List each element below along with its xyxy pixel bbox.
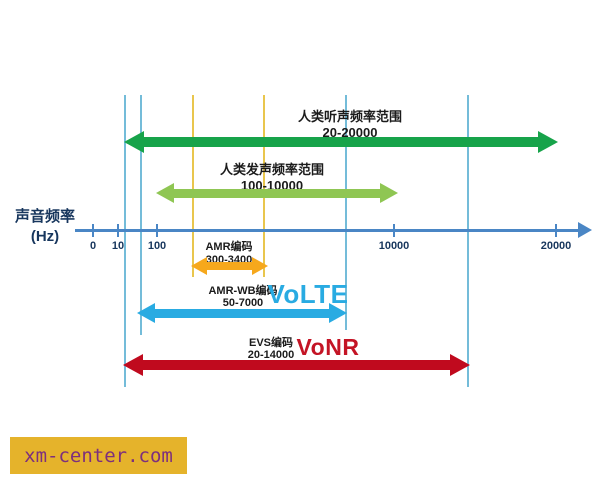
label-human-voice-title: 人类发声频率范围 <box>219 162 325 177</box>
axis-tick-0 <box>92 224 94 237</box>
label-amr-wb-codec-range: 50-7000 <box>222 297 264 309</box>
arrowhead-left-icon <box>123 354 143 376</box>
guide-line-50hz <box>140 95 142 335</box>
arrow-shaft <box>207 262 252 270</box>
label-human-hearing-range: 20-20000 <box>322 125 378 140</box>
axis-title-line2: (Hz) <box>30 228 60 245</box>
label-amr-wb-codec-title: AMR-WB编码 <box>208 285 278 297</box>
arrowhead-left-icon <box>124 131 144 153</box>
arrow-shaft <box>143 360 450 370</box>
axis-title-line1: 声音频率 <box>14 208 75 225</box>
arrowhead-left-icon <box>156 183 174 203</box>
arrowhead-right-icon <box>252 257 268 275</box>
axis-tick-label-20000: 20000 <box>540 240 572 252</box>
label-evs-codec-range: 20-14000 <box>247 349 295 361</box>
arrowhead-right-icon <box>538 131 558 153</box>
watermark-badge: xm-center.com <box>10 437 187 474</box>
axis-tick-label-0: 0 <box>89 240 97 252</box>
arrow-amr-codec <box>191 257 268 275</box>
axis-tick-10 <box>117 224 119 237</box>
guide-line-3400hz <box>263 95 265 277</box>
label-human-hearing: 人类听声频率范围 20-20000 <box>298 109 402 141</box>
axis-title: 声音频率 (Hz) <box>5 207 85 247</box>
guide-line-300hz <box>192 95 194 277</box>
arrow-amr-wb-codec <box>137 303 347 323</box>
arrowhead-right-icon <box>450 354 470 376</box>
arrowhead-right-icon <box>380 183 398 203</box>
axis-tick-20000 <box>555 224 557 237</box>
frequency-axis <box>75 229 578 232</box>
arrow-human-voice <box>156 183 398 203</box>
arrowhead-right-icon <box>329 303 347 323</box>
arrow-human-hearing <box>124 131 558 153</box>
label-human-hearing-title: 人类听声频率范围 <box>297 109 403 124</box>
arrow-shaft <box>155 308 329 318</box>
guide-line-7000hz <box>345 95 347 330</box>
label-amr-wb-codec: AMR-WB编码 50-7000 <box>208 285 277 309</box>
arrowhead-left-icon <box>191 257 207 275</box>
axis-tick-label-10000: 10000 <box>378 240 410 252</box>
vonr-badge: VoNR <box>296 334 360 360</box>
label-amr-codec-title: AMR编码 <box>205 241 253 253</box>
arrow-shaft <box>144 137 538 147</box>
axis-tick-100 <box>156 224 158 237</box>
arrowhead-left-icon <box>137 303 155 323</box>
label-evs-codec: EVS编码 20-14000 <box>248 337 295 361</box>
axis-tick-label-100: 100 <box>147 240 167 252</box>
axis-tick-10000 <box>393 224 395 237</box>
guide-line-14000hz <box>467 95 469 387</box>
arrow-shaft <box>174 188 380 198</box>
arrow-evs-codec <box>123 354 470 376</box>
axis-tick-label-10: 10 <box>111 240 125 252</box>
guide-line-20hz <box>124 95 126 387</box>
label-evs-codec-title: EVS编码 <box>248 337 293 349</box>
axis-arrowhead-icon <box>578 222 592 238</box>
